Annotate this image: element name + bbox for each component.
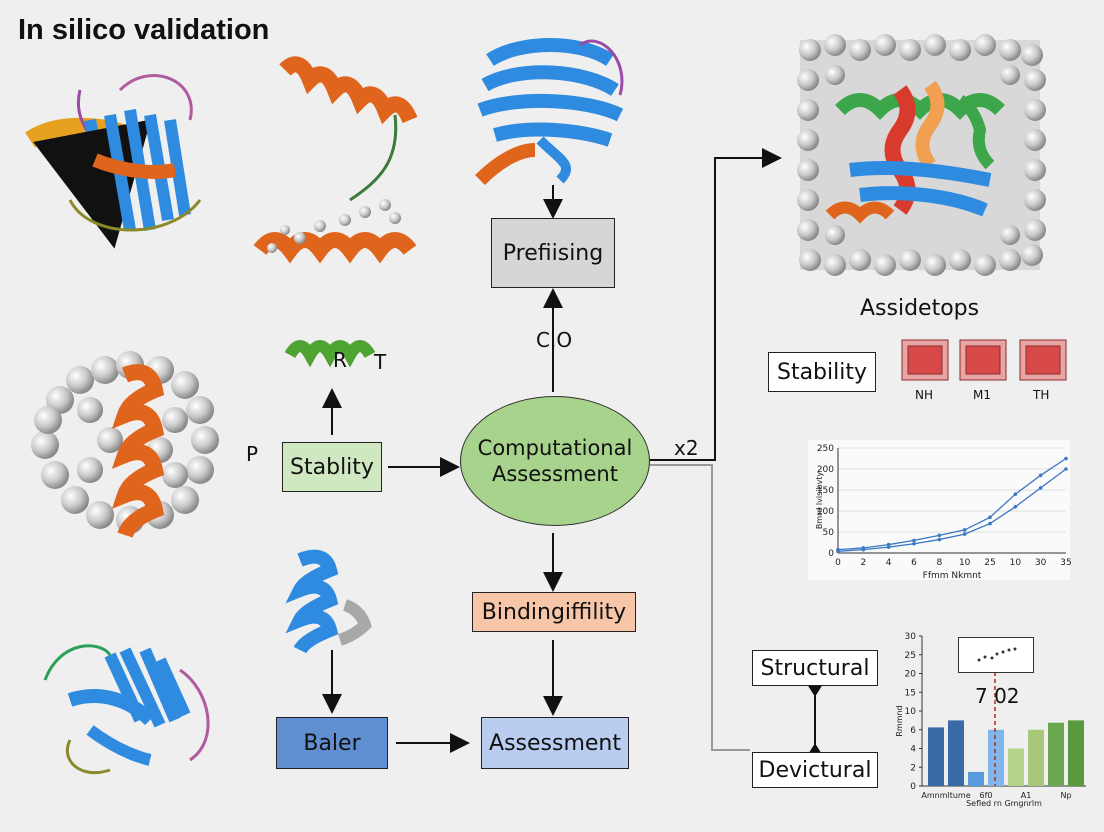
x2-label: x2 (674, 436, 699, 460)
y-tick-label: 2 (910, 763, 916, 773)
data-point (937, 537, 942, 542)
y-tick-label: 250 (817, 444, 834, 454)
y-axis-label: Rmmnd (895, 705, 904, 736)
bar (968, 771, 984, 786)
baler-node[interactable]: Baler (276, 717, 388, 769)
prefiising-node[interactable]: Prefiising (491, 218, 615, 288)
x-tick-label: 6 (911, 558, 917, 568)
y-tick-label: 6 (910, 726, 916, 736)
data-point (861, 547, 866, 552)
y-tick-label: 100 (817, 507, 834, 517)
page-title: In silico validation (18, 14, 270, 46)
y-tick-label: 10 (905, 707, 917, 717)
bar (928, 727, 944, 786)
data-point (1013, 492, 1018, 497)
center-line1: Computational (477, 436, 633, 460)
icon-label-2: M1 (973, 388, 991, 402)
y-tick-label: 0 (910, 782, 916, 792)
blue-helix (285, 549, 372, 654)
y-tick-label: 15 (905, 688, 916, 698)
data-point (988, 515, 992, 520)
center-line2: Assessment (492, 462, 618, 486)
y-tick-label: 4 (910, 745, 916, 755)
series-line-1 (837, 468, 1067, 552)
line-chart-bg (808, 440, 1070, 580)
x-tick-label: A1 (1021, 791, 1032, 800)
protein-structure-4 (31, 351, 219, 539)
stability-right-node[interactable]: Stability (768, 352, 876, 392)
x-tick-label: 25 (984, 558, 995, 568)
data-point (962, 532, 967, 536)
assessment-node[interactable]: Assessment (481, 717, 629, 769)
x-axis-label: Sefled rn Gmgnrlm (966, 799, 1042, 808)
bar (988, 729, 1004, 786)
bar (1068, 720, 1084, 786)
data-point (988, 521, 992, 526)
data-point (836, 549, 840, 554)
y-tick-label: 30 (905, 632, 917, 642)
y-tick-label: 150 (817, 486, 834, 496)
green-helix (284, 340, 376, 368)
series-line-0 (837, 457, 1067, 551)
protein-surface-complex (797, 34, 1046, 276)
data-point (1038, 473, 1043, 478)
stablity-node[interactable]: Stablity (282, 442, 382, 492)
data-point (1038, 486, 1043, 490)
data-point (886, 545, 891, 549)
co-label: C.O (536, 328, 573, 352)
y-tick-label: 200 (817, 465, 834, 475)
helix-r-label: R (333, 348, 347, 372)
bar (1008, 748, 1024, 786)
inset-value: 7 02 (975, 684, 1020, 708)
bindingiffility-node[interactable]: Bindingiffility (472, 592, 636, 632)
protein-structure-5 (43, 644, 210, 775)
scatter-inset (958, 637, 1034, 673)
data-point (886, 542, 891, 547)
icon-label-1: NH (915, 388, 933, 402)
data-point (912, 538, 916, 543)
data-point (962, 528, 967, 532)
computational-assessment-node[interactable]: Computational Assessment (460, 396, 650, 526)
data-point (912, 541, 916, 546)
bar (1048, 722, 1064, 786)
data-point (1064, 456, 1068, 461)
protein-structure-2 (253, 56, 418, 264)
data-point (1064, 467, 1068, 471)
x-tick-label: 10 (959, 558, 971, 568)
protein-structure-1 (25, 74, 202, 249)
y-axis-label: Bmrd lvisibvty (815, 472, 824, 530)
devictural-node[interactable]: Devictural (752, 752, 878, 788)
x-tick-label: 0 (835, 558, 841, 568)
y-tick-label: 25 (905, 651, 916, 661)
helix-t-label: T (374, 350, 387, 374)
x-axis-label: Ffmm Nkmnt (923, 571, 982, 581)
bar (948, 720, 964, 786)
protein-structure-3 (475, 38, 624, 186)
x-tick-label: 10 (1010, 558, 1022, 568)
x-tick-label: Amnmltume (921, 791, 970, 800)
x-tick-label: 8 (936, 558, 942, 568)
bar (1028, 729, 1044, 786)
y-tick-label: 0 (828, 549, 834, 559)
data-point (937, 533, 942, 538)
x-tick-label: 35 (1060, 558, 1071, 568)
y-tick-label: 50 (823, 528, 835, 538)
connectors (322, 148, 822, 754)
data-point (1013, 505, 1018, 509)
p-label: P (246, 442, 259, 466)
stability-icons (901, 339, 1067, 381)
structural-node[interactable]: Structural (752, 650, 878, 686)
y-tick-label: 20 (905, 670, 917, 680)
x-tick-label: 2 (860, 558, 866, 568)
x-tick-label: Np (1060, 791, 1071, 800)
x-tick-label: 30 (1035, 558, 1047, 568)
icon-label-3: TH (1033, 388, 1050, 402)
x-tick-label: 6f0 (980, 791, 993, 800)
x-tick-label: 4 (886, 558, 892, 568)
assidetops-label: Assidetops (860, 296, 980, 321)
